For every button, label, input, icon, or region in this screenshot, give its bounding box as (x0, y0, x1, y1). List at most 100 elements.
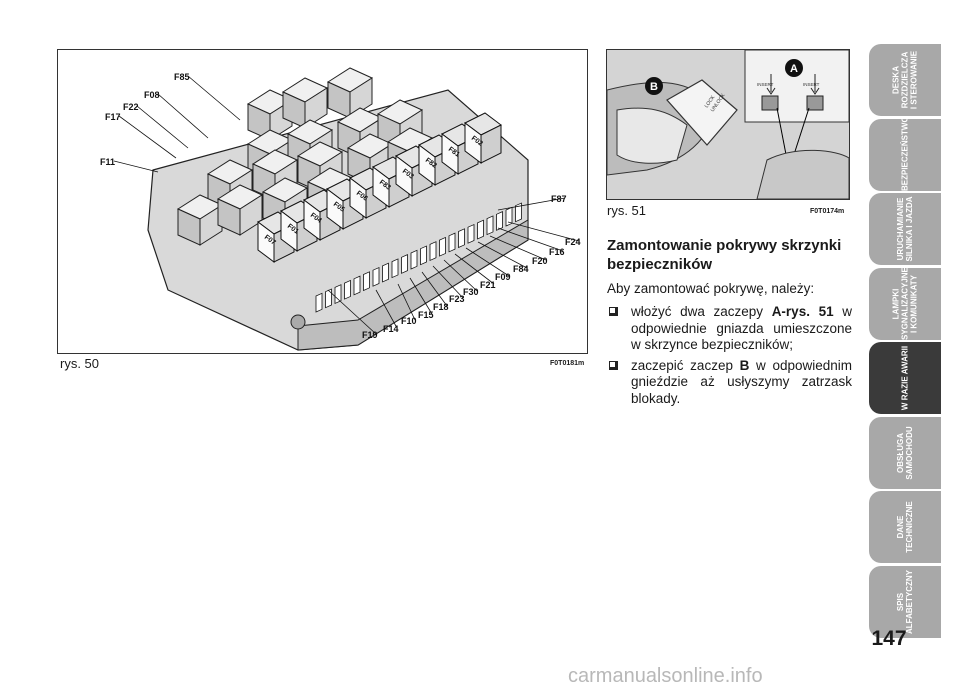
mini-fuse (353, 275, 361, 296)
relay-front (304, 87, 328, 129)
callout-f19: F19 (362, 330, 378, 340)
mini-fuse (391, 258, 399, 279)
chapter-tab-3[interactable]: URUCHAMIANIE SILNIKA I JAZDA (869, 193, 941, 265)
callout-leader-f22 (136, 105, 189, 149)
callout-leader-f10 (397, 283, 416, 321)
mini-fuse (420, 245, 427, 266)
callout-leader-f24 (507, 221, 580, 242)
mini-fuse (448, 232, 456, 253)
watermark: carmanualsonline.info (568, 665, 763, 687)
callout-f11: F11 (100, 157, 115, 167)
mini-fuse (467, 223, 475, 244)
figure-50-caption: rys. 50 (60, 356, 100, 371)
mini-fuse (496, 211, 503, 231)
list-item: włożyć dwa zaczepy A-rys. 51 w odpowiedn… (607, 304, 852, 354)
callout-leader-f20 (489, 235, 547, 261)
maxi-fuse-side (480, 124, 502, 164)
callout-leader-f85 (187, 75, 241, 121)
callout-f15: F15 (418, 310, 434, 320)
chapter-tab-label: DESKA ROZDZIELCZA I STEROWANIE (891, 50, 919, 110)
chapter-tab-4[interactable]: LAMPKI SYGNALIZACYJNE I KOMUNIKATY (869, 267, 941, 340)
chapter-tab-7[interactable]: DANE TECHNICZNE (869, 491, 941, 563)
callout-leader-f15 (409, 277, 433, 315)
callout-leader-f09 (465, 247, 510, 277)
callout-f09: F09 (495, 272, 511, 282)
callout-leader-f18 (421, 271, 448, 307)
callout-f84: F84 (513, 264, 529, 274)
instruction-list: włożyć dwa zaczepy A-rys. 51 w odpowiedn… (607, 304, 852, 411)
cover-clips-illustration: LOCK UNLOCK INSERT INSERT A B (607, 50, 849, 199)
mini-fuse (382, 262, 389, 283)
chapter-tab-2[interactable]: BEZPIECZEŃSTWO (869, 118, 941, 191)
figure-50-code: F0T0181m (550, 360, 585, 367)
callout-leader-f17 (118, 115, 177, 159)
marker-a-circle (785, 59, 803, 77)
mini-fuse (410, 249, 418, 270)
callout-f85: F85 (174, 72, 190, 82)
relay-front (199, 204, 223, 246)
mini-fuse (477, 219, 484, 240)
checkbox-bullet-icon (609, 307, 618, 316)
mini-fuse (458, 228, 465, 249)
callout-f20: F20 (532, 256, 548, 266)
mini-fuse (334, 284, 342, 304)
chapter-tab-label: OBSŁUGA SAMOCHODU (896, 425, 914, 480)
callout-leader-f30 (443, 259, 478, 292)
callout-leader-f19 (327, 289, 377, 335)
callout-f87: F87 (551, 194, 567, 204)
chapter-tab-label: BEZPIECZEŃSTWO (900, 118, 910, 191)
marker-b-label: B (650, 81, 658, 93)
section-heading: Zamontowanie pokrywy skrzynki bezpieczni… (607, 237, 842, 273)
figure-51-caption: rys. 51 (607, 203, 647, 218)
callout-leader-f23 (432, 265, 464, 299)
mini-fuse (344, 279, 351, 300)
chapter-tab-8[interactable]: SPIS ALFABETYCZNY (869, 565, 941, 638)
cover-clips-figure: LOCK UNLOCK INSERT INSERT A B (606, 49, 850, 200)
mini-fuse (401, 254, 408, 274)
callout-f16: F16 (549, 247, 565, 257)
callout-f17: F17 (105, 112, 121, 122)
checkbox-bullet-icon (609, 360, 618, 370)
callout-leader-f84 (477, 241, 528, 269)
chapter-tab-label: LAMPKI SYGNALIZACYJNE I KOMUNIKATY (891, 267, 919, 340)
callout-f24: F24 (565, 237, 581, 247)
list-item: zaczepić zaczep B w odpowiednim gnieździ… (607, 358, 852, 408)
marker-a-label: A (790, 63, 798, 75)
mini-fuse (372, 266, 380, 287)
insert-label-left: INSERT (757, 82, 774, 87)
mini-fuse (363, 271, 370, 292)
chapter-tab-label: DANE TECHNICZNE (896, 501, 914, 553)
callout-leader-f14 (375, 289, 398, 329)
page-number: 147 (871, 627, 907, 650)
chapter-tab-6[interactable]: OBSŁUGA SAMOCHODU (869, 416, 941, 489)
mini-fuse (505, 206, 513, 227)
callout-leader-f16 (497, 227, 564, 252)
callout-leader-f08 (157, 93, 209, 139)
callout-f14: F14 (383, 324, 399, 334)
insert-label-right: INSERT (803, 82, 820, 87)
relay-front (349, 77, 373, 119)
callout-leader-f11 (113, 160, 159, 173)
marker-b-circle (645, 77, 663, 95)
callout-leader-f87 (497, 197, 566, 211)
mini-fuse (515, 202, 522, 223)
mini-fuse (325, 288, 332, 309)
chapter-tab-label: URUCHAMIANIE SILNIKA I JAZDA (896, 196, 914, 262)
chapter-tab-5[interactable]: W RAZIE AWARII (869, 342, 941, 414)
callout-leader-f21 (454, 253, 495, 285)
mounting-screw (290, 314, 306, 330)
chapter-tab-label: W RAZIE AWARII (900, 345, 910, 411)
mini-fuse (429, 241, 437, 261)
mini-fuse (486, 215, 494, 236)
callout-f30: F30 (463, 287, 479, 297)
callout-f21: F21 (480, 280, 496, 290)
callout-f23: F23 (449, 294, 465, 304)
figure-51-code: F0T0174m (810, 208, 845, 215)
callout-f18: F18 (433, 302, 449, 312)
chapter-tab-1[interactable]: DESKA ROZDZIELCZA I STEROWANIE (869, 44, 941, 116)
callout-f08: F08 (144, 90, 160, 100)
callout-f22: F22 (123, 102, 139, 112)
mini-fuse (439, 236, 446, 257)
